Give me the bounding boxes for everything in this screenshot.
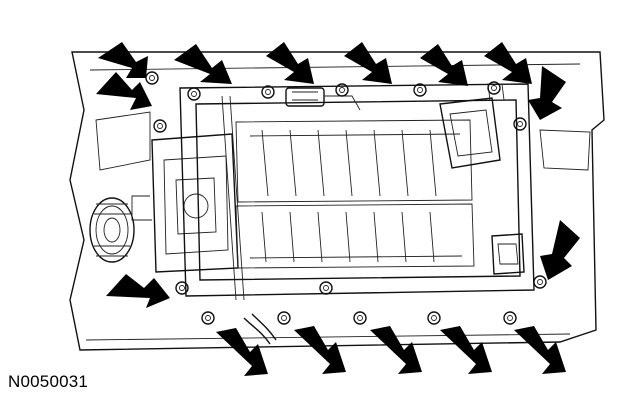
intake-manifold	[179, 83, 535, 301]
bolt	[503, 311, 517, 325]
vacuum-hose	[243, 313, 277, 345]
bolt	[319, 281, 333, 295]
callout-arrow	[420, 44, 468, 86]
callout-arrow	[440, 326, 492, 374]
bolt	[277, 311, 291, 325]
callout-arrow	[514, 326, 566, 374]
bolt	[201, 311, 215, 325]
bolt	[175, 281, 189, 295]
drive-pulley	[89, 197, 135, 263]
callout-arrow	[370, 326, 422, 374]
callout-arrow	[528, 66, 566, 120]
bolt	[427, 311, 441, 325]
callout-arrow	[540, 220, 580, 280]
callout-arrow	[106, 274, 170, 308]
bolt	[261, 85, 275, 99]
bolt	[335, 83, 349, 97]
callout-arrow	[344, 42, 392, 84]
bolt	[533, 275, 547, 289]
figure-reference-code: N0050031	[8, 372, 89, 391]
right-bracket	[439, 83, 525, 275]
bolt	[153, 119, 167, 133]
callout-arrow	[294, 326, 346, 374]
bolt	[487, 81, 501, 95]
bolt	[187, 87, 201, 101]
bolt	[353, 311, 367, 325]
bolt	[513, 117, 527, 131]
bolt	[145, 71, 159, 85]
callout-arrow	[174, 44, 232, 84]
callout-arrow	[266, 42, 314, 84]
callout-arrows	[96, 42, 580, 376]
bolt	[413, 83, 427, 97]
callout-arrow	[96, 72, 152, 110]
callout-arrow	[98, 42, 148, 78]
sensor-connector	[285, 87, 361, 111]
callout-arrow	[484, 42, 532, 84]
callout-arrow	[216, 328, 268, 376]
